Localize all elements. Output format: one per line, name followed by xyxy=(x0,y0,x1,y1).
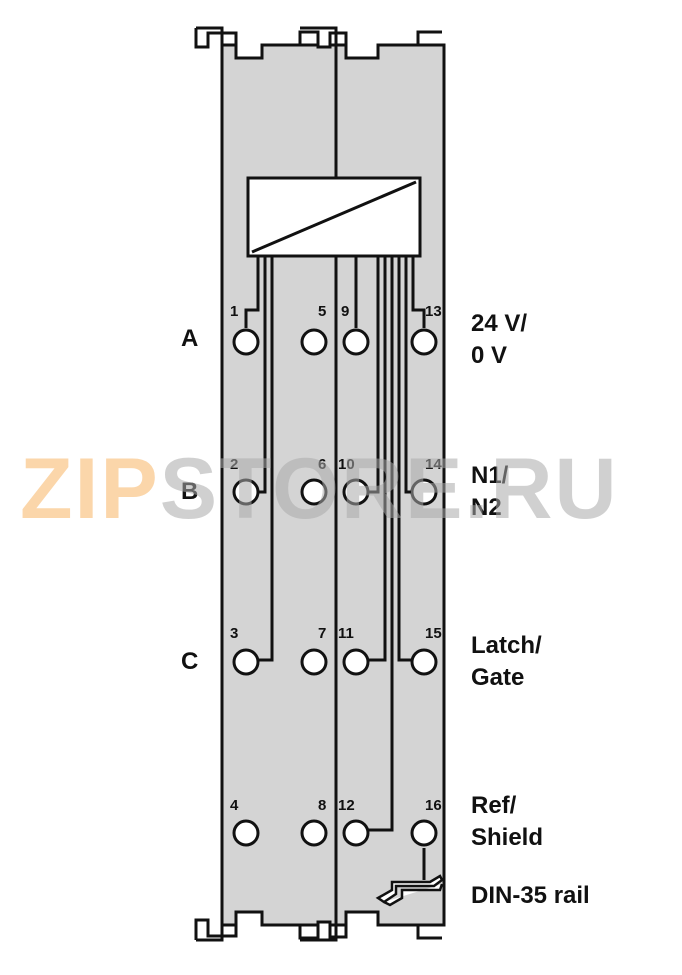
terminal-12[interactable] xyxy=(342,819,370,847)
terminal-2[interactable] xyxy=(232,478,260,506)
label-latch-gate-line1: Latch/ xyxy=(471,632,542,659)
watermark-part2: STORE.RU xyxy=(159,441,619,537)
terminal-9[interactable] xyxy=(342,328,370,356)
label-supply: 24 V/ 0 V xyxy=(471,308,527,372)
top-latch-outer xyxy=(196,26,338,45)
label-ref-shield-line1: Ref/ xyxy=(471,792,517,819)
terminal-6[interactable] xyxy=(300,478,328,506)
label-latch-gate-line2: Gate xyxy=(471,664,525,691)
isolation-diagonal xyxy=(251,180,417,254)
terminal-15[interactable] xyxy=(410,648,438,676)
wiring xyxy=(244,256,426,880)
terminal-number-16: 16 xyxy=(425,797,442,814)
terminal-number-12: 12 xyxy=(338,797,355,814)
bottom-latch-outer xyxy=(196,925,338,942)
label-ref-shield-line2: Shield xyxy=(471,824,544,851)
label-ref-shield: Ref/ Shield xyxy=(471,790,543,854)
terminal-number-15: 15 xyxy=(425,625,442,642)
terminal-5[interactable] xyxy=(300,328,328,356)
top-latch xyxy=(194,28,442,60)
terminal-8[interactable] xyxy=(300,819,328,847)
terminal-number-1: 1 xyxy=(230,303,239,320)
terminal-number-13: 13 xyxy=(425,303,442,320)
watermark: ZIPSTORE.RU xyxy=(20,440,619,539)
terminal-14[interactable] xyxy=(410,478,438,506)
terminal-16[interactable] xyxy=(410,819,438,847)
terminal-number-6: 6 xyxy=(318,456,327,473)
terminal-number-4: 4 xyxy=(230,797,239,814)
terminals xyxy=(232,328,438,847)
row-label-c: C xyxy=(181,648,199,675)
label-din-rail: DIN-35 rail xyxy=(471,882,590,909)
terminal-3[interactable] xyxy=(232,648,260,676)
din-rail-icon xyxy=(375,874,444,907)
terminal-number-9: 9 xyxy=(341,303,350,320)
terminal-1[interactable] xyxy=(232,328,260,356)
label-n1-n2: N1/ N2 xyxy=(471,460,508,524)
watermark-part1: ZIP xyxy=(20,441,160,537)
terminal-10[interactable] xyxy=(342,478,370,506)
terminal-7[interactable] xyxy=(300,648,328,676)
terminal-11[interactable] xyxy=(342,648,370,676)
label-latch-gate: Latch/ Gate xyxy=(471,630,542,694)
terminal-number-5: 5 xyxy=(318,303,327,320)
terminal-4[interactable] xyxy=(232,819,260,847)
terminal-13[interactable] xyxy=(410,328,438,356)
label-supply-line2: 0 V xyxy=(471,342,508,369)
terminal-number-10: 10 xyxy=(338,456,355,473)
terminal-number-2: 2 xyxy=(230,456,239,473)
terminal-number-7: 7 xyxy=(318,625,327,642)
terminal-number-14: 14 xyxy=(425,456,442,473)
terminal-number-3: 3 xyxy=(230,625,239,642)
row-label-a: A xyxy=(181,325,199,352)
label-n1-n2-line1: N1/ xyxy=(471,462,509,489)
terminal-number-11: 11 xyxy=(338,625,354,642)
label-supply-line1: 24 V/ xyxy=(471,310,528,337)
label-n1-n2-line2: N2 xyxy=(471,494,502,521)
row-label-b: B xyxy=(181,478,199,505)
bottom-latch xyxy=(194,910,442,940)
terminal-number-8: 8 xyxy=(318,797,327,814)
